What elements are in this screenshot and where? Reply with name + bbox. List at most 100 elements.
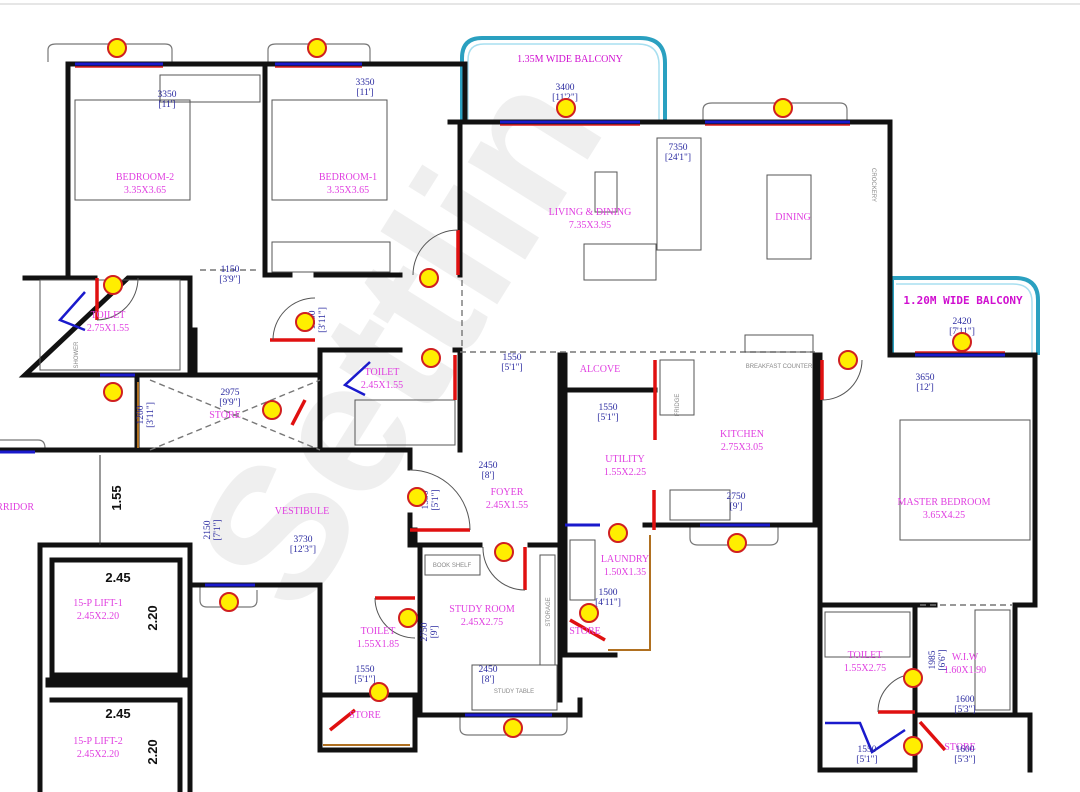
dimension-mm: 2420 bbox=[953, 317, 972, 327]
room-size: 2.75X3.05 bbox=[721, 442, 763, 453]
dimension-ft: [12'3"] bbox=[290, 545, 316, 555]
dimension-label: 2750[9'] bbox=[727, 492, 746, 512]
balcony-120 bbox=[890, 276, 1040, 355]
dimension-label: 1150[3'9"] bbox=[219, 265, 240, 285]
room-name: TOILET bbox=[91, 310, 126, 321]
room-size: 1.55X2.75 bbox=[844, 663, 886, 674]
room-label: STORE bbox=[349, 710, 381, 721]
dimension-mm: 2450 bbox=[479, 461, 498, 471]
room-label: VESTIBULE bbox=[275, 506, 329, 517]
dimension-mm: 1150 bbox=[221, 265, 240, 275]
dimension-labels: 3350[11']3350[11']3400[11'2"]1150[3'9"]2… bbox=[136, 78, 976, 765]
dimension-mm: 2975 bbox=[221, 388, 240, 398]
dimension-ft: [9'] bbox=[730, 502, 743, 512]
dimension-ft: [5'1"] bbox=[354, 675, 375, 685]
room-label: STORE bbox=[209, 410, 241, 421]
room-name: LIVING & DINING bbox=[549, 207, 632, 218]
room-label: STORE bbox=[944, 742, 976, 753]
room-label: KITCHEN 2.75X3.05 bbox=[720, 429, 764, 453]
dimension-ft: [6'6"] bbox=[938, 649, 948, 670]
dimension-ft: [5'1"] bbox=[856, 755, 877, 765]
balcony-135 bbox=[460, 36, 667, 122]
room-name: 15-P LIFT-1 bbox=[73, 598, 123, 609]
doors bbox=[57, 229, 947, 754]
room-label: DINING bbox=[775, 212, 811, 223]
marker-dot bbox=[903, 736, 923, 756]
dimension-mm: 1550 bbox=[599, 403, 618, 413]
marker-dot bbox=[103, 275, 123, 295]
room-name: STUDY ROOM bbox=[449, 604, 515, 615]
dimension-mm: 7350 bbox=[669, 143, 688, 153]
storage-label: STORAGE bbox=[546, 597, 552, 626]
dimension-ft: [3'9"] bbox=[219, 275, 240, 285]
dimension-label: 2975[9'9"] bbox=[219, 388, 240, 408]
dimension-mm: 1550 bbox=[858, 745, 877, 755]
dimension-label: 1500[4'11"] bbox=[595, 588, 621, 608]
dimension-mm: 2450 bbox=[479, 665, 498, 675]
room-name: 15-P LIFT-2 bbox=[73, 736, 123, 747]
marker-dot bbox=[419, 268, 439, 288]
dimension-label: 1600[5'3"] bbox=[954, 695, 975, 715]
dimension-label: 1200[3'11"] bbox=[136, 402, 156, 428]
dimension-mm: 1600 bbox=[956, 745, 975, 755]
marker-dot bbox=[773, 98, 793, 118]
lift2-width: 2.45 bbox=[105, 706, 130, 721]
marker-dot bbox=[398, 608, 418, 628]
dimension-ft: [5'3"] bbox=[954, 705, 975, 715]
dimension-label: 1985[6'6"] bbox=[928, 649, 948, 670]
breakfast-counter-label: BREAKFAST COUNTER bbox=[746, 364, 813, 370]
study-table-label: STUDY TABLE bbox=[494, 689, 534, 695]
room-label: BEDROOM-1 3.35X3.65 bbox=[319, 172, 377, 196]
room-name: FOYER bbox=[491, 487, 524, 498]
room-size: 1.50X1.35 bbox=[604, 567, 646, 578]
fridge-label: FRIDGE bbox=[675, 394, 681, 417]
markers bbox=[103, 38, 972, 756]
room-label: ALCOVE bbox=[580, 364, 621, 375]
marker-dot bbox=[952, 332, 972, 352]
lift1-depth: 2.20 bbox=[145, 605, 160, 630]
marker-dot bbox=[103, 382, 123, 402]
dimension-label: 2150[7'1"] bbox=[203, 519, 223, 540]
room-size: 3.65X4.25 bbox=[923, 510, 965, 521]
room-size: 1.55X2.25 bbox=[604, 467, 646, 478]
room-name: STORE bbox=[209, 410, 241, 421]
room-name: UTILITY bbox=[605, 454, 644, 465]
marker-dot bbox=[262, 400, 282, 420]
dimension-label: 1550[5'1"] bbox=[856, 745, 877, 765]
shower-label: SHOWER bbox=[74, 341, 80, 369]
marker-dot bbox=[556, 98, 576, 118]
dimension-mm: 3650 bbox=[916, 373, 935, 383]
dimension-label: 7350[24'1"] bbox=[665, 143, 691, 163]
room-size: 7.35X3.95 bbox=[569, 220, 611, 231]
book-shelf-label: BOOK SHELF bbox=[433, 563, 472, 569]
room-size: 3.35X3.65 bbox=[327, 185, 369, 196]
dimension-mm: 2150 bbox=[203, 520, 213, 539]
room-name: CORRIDOR bbox=[0, 502, 34, 513]
dimension-label: 2450[8'] bbox=[479, 665, 498, 685]
room-label: UTILITY 1.55X2.25 bbox=[604, 454, 646, 478]
dimension-label: 1550[5'1"] bbox=[501, 353, 522, 373]
service-ducts bbox=[137, 382, 651, 746]
marker-dot bbox=[727, 533, 747, 553]
lift2-depth: 2.20 bbox=[145, 739, 160, 764]
dimension-ft: [11'] bbox=[356, 88, 373, 98]
room-name: KITCHEN bbox=[720, 429, 764, 440]
dimension-label: 1550[5'1"] bbox=[597, 403, 618, 423]
crockery-label: CROCKERY bbox=[870, 168, 876, 202]
marker-dot bbox=[407, 487, 427, 507]
dimension-ft: [9'] bbox=[430, 626, 440, 639]
room-size: 2.45X1.55 bbox=[486, 500, 528, 511]
dimension-mm: 2750 bbox=[420, 622, 430, 641]
room-name: BEDROOM-1 bbox=[319, 172, 377, 183]
dimension-label: 3400[11'2"] bbox=[552, 83, 578, 103]
marker-dot bbox=[494, 542, 514, 562]
